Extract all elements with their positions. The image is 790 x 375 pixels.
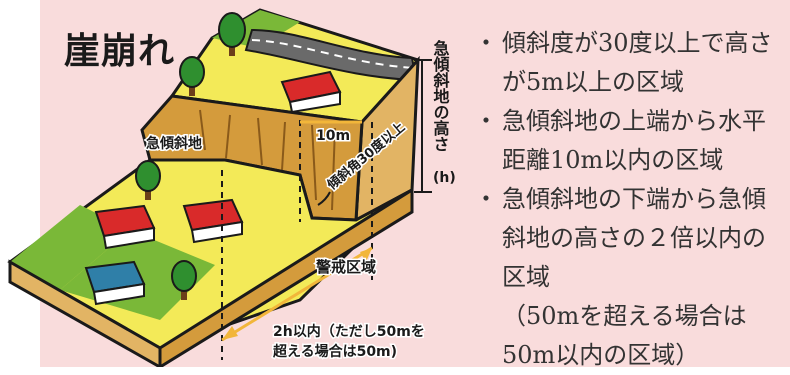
criteria-item: 傾斜度が30度以上で高さが5m以上の区域 xyxy=(474,24,783,102)
page-title: 崖崩れ xyxy=(64,31,176,72)
height-label: 急傾斜地の高さ xyxy=(431,39,451,152)
road-centerline xyxy=(251,39,415,69)
house-icon xyxy=(94,204,156,250)
tree-icon xyxy=(218,12,246,56)
tree-icon xyxy=(171,260,197,300)
house-icon xyxy=(84,260,146,306)
distance-label: 10m xyxy=(316,128,350,144)
height-dimension xyxy=(414,59,432,193)
range-label-line2: 超える場合は50m) xyxy=(272,343,397,360)
tree-icon xyxy=(135,160,161,200)
criteria-item: 急傾斜地の上端から水平距離10m以内の区域 xyxy=(474,102,783,180)
tree-icon xyxy=(179,56,205,96)
steep-slope-label: 急傾斜地 xyxy=(146,135,202,152)
house-icon xyxy=(280,70,342,114)
angle-arc xyxy=(317,191,331,206)
height-symbol: (h) xyxy=(433,170,456,186)
criteria-item: 急傾斜地の下端から急傾斜地の高さの２倍以内の区域 xyxy=(474,180,783,297)
warning-zone-label: 警戒区域 xyxy=(315,258,376,276)
criteria-list: 傾斜度が30度以上で高さが5m以上の区域 急傾斜地の上端から水平距離10m以内の… xyxy=(474,24,783,375)
base-front xyxy=(8,259,162,367)
landslide-diagram: 急傾斜地 10m 傾斜角30度以上 急傾斜地の高さ (h) 警戒区域 2h以内（… xyxy=(7,8,456,367)
house-icon xyxy=(182,198,244,244)
range-arrow xyxy=(221,246,373,342)
criteria-note: （50mを超える場合は50m以内の区域） xyxy=(502,302,747,369)
zone-guides xyxy=(221,120,373,360)
base-side xyxy=(158,187,414,367)
cliff-cracks xyxy=(199,109,336,211)
range-label-line1: 2h以内（ただし50mを xyxy=(273,323,425,340)
